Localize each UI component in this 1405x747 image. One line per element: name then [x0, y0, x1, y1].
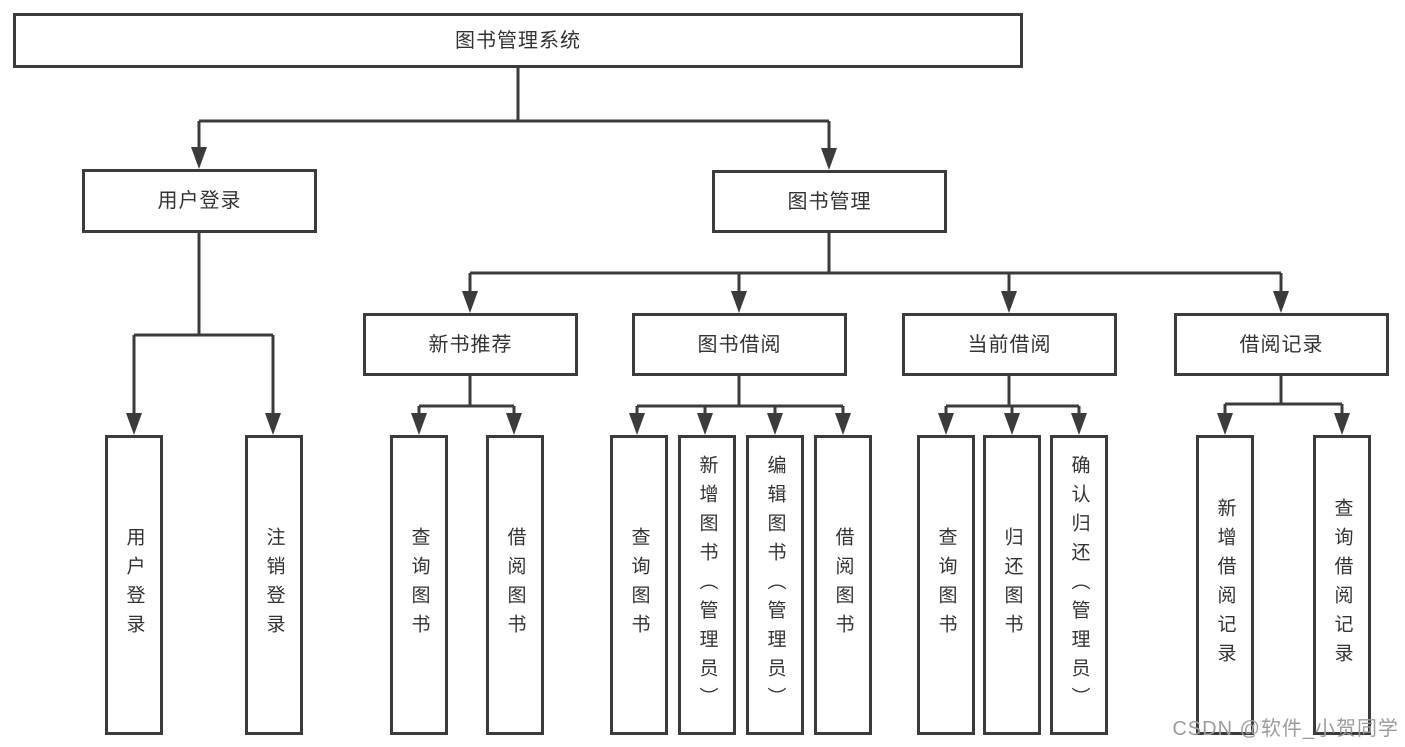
node-label: 图书管理系统	[455, 29, 581, 52]
node-label: 用户登录	[157, 190, 242, 212]
node-label: 查询图书	[628, 527, 650, 643]
node-label: 图书管理	[787, 190, 872, 213]
connector-current-borrow-branch	[944, 376, 1081, 416]
node-label: 编辑图书（管理员）	[764, 454, 786, 716]
connector-borrow-records-branch	[1223, 376, 1344, 416]
node-label: 借阅图书	[504, 527, 526, 643]
node-label: 用户登录	[123, 527, 145, 643]
node-label: 查询借阅记录	[1331, 498, 1353, 672]
node-label: 确认归还（管理员）	[1068, 454, 1090, 716]
node-label: 借阅记录	[1239, 333, 1324, 356]
connector-new-books-branch	[417, 376, 516, 416]
leaf-current-return-books: 归还图书	[983, 435, 1041, 735]
csdn-watermark: CSDN @软件_小贺同学	[1172, 718, 1399, 740]
node-label: 新增借阅记录	[1214, 498, 1236, 672]
leaf-borrow-edit-books-admin: 编辑图书（管理员）	[746, 435, 804, 735]
node-label: 图书借阅	[697, 333, 782, 356]
connector-root-trunk	[197, 68, 831, 152]
node-borrowing-records: 借阅记录	[1174, 313, 1389, 376]
node-label: 查询图书	[408, 527, 430, 643]
node-book-management: 图书管理	[712, 170, 947, 233]
leaf-borrow-add-books-admin: 新增图书（管理员）	[678, 435, 736, 735]
connector-book-borrow-branch	[635, 376, 845, 416]
node-library-management-system: 图书管理系统	[13, 13, 1023, 68]
node-new-book-recommend: 新书推荐	[363, 313, 578, 376]
node-book-borrowing: 图书借阅	[632, 313, 847, 376]
leaf-current-confirm-return-admin: 确认归还（管理员）	[1050, 435, 1108, 735]
node-label: 归还图书	[1001, 527, 1023, 643]
node-current-borrowing: 当前借阅	[902, 313, 1117, 376]
leaf-records-add-record: 新增借阅记录	[1196, 435, 1254, 735]
leaf-newbooks-query-books: 查询图书	[390, 435, 448, 735]
leaf-borrow-query-books: 查询图书	[610, 435, 668, 735]
node-label: 注销登录	[263, 527, 285, 643]
node-label: 当前借阅	[967, 333, 1052, 356]
leaf-user-login: 用户登录	[105, 435, 163, 735]
connector-book-mgmt-branch	[468, 233, 1283, 296]
leaf-current-query-books: 查询图书	[917, 435, 975, 735]
node-user-login: 用户登录	[82, 169, 317, 233]
leaf-records-query-record: 查询借阅记录	[1313, 435, 1371, 735]
connector-user-login-branch	[132, 233, 275, 416]
leaf-borrow-borrow-books: 借阅图书	[814, 435, 872, 735]
node-label: 新增图书（管理员）	[696, 454, 718, 716]
node-label: 新书推荐	[428, 333, 513, 356]
arrowheads	[126, 147, 1350, 435]
leaf-logout: 注销登录	[245, 435, 303, 735]
node-label: 查询图书	[935, 527, 957, 643]
leaf-newbooks-borrow-books: 借阅图书	[486, 435, 544, 735]
node-label: 借阅图书	[832, 527, 854, 643]
